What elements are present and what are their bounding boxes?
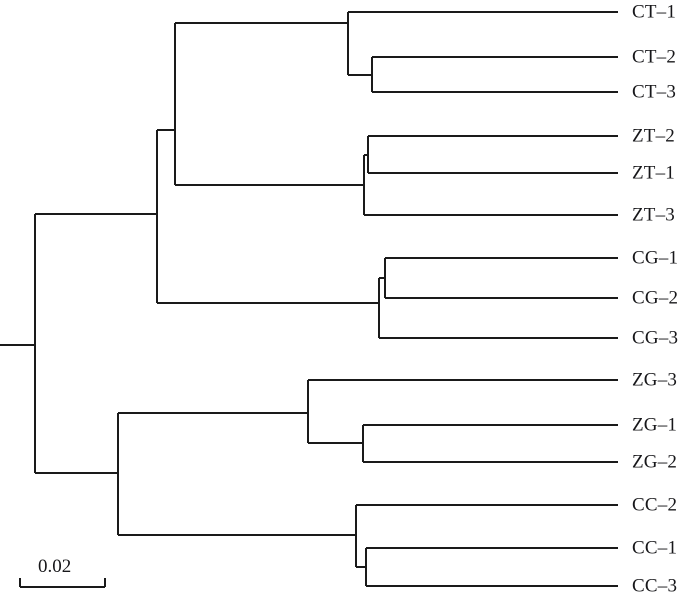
- tip-label-ct-3: CT–3: [632, 81, 677, 103]
- tip-label-cg-1: CG–1: [632, 247, 679, 269]
- tip-label-zg-1: ZG–1: [632, 414, 678, 436]
- scale-bar: [18, 578, 107, 589]
- tip-label-ct-2: CT–2: [632, 46, 677, 68]
- tip-label-cc-1: CC–1: [632, 537, 678, 559]
- tip-label-cc-3: CC–3: [632, 575, 678, 597]
- tip-label-zg-2: ZG–2: [632, 451, 678, 473]
- tip-label-zg-3: ZG–3: [632, 369, 678, 391]
- branch-lines: [0, 10, 618, 588]
- tip-label-cg-2: CG–2: [632, 287, 679, 309]
- scale-bar-label: 0.02: [38, 556, 72, 577]
- tip-label-zt-1: ZT–1: [632, 162, 676, 184]
- tip-label-ct-1: CT–1: [632, 1, 677, 23]
- tip-label-zt-3: ZT–3: [632, 204, 676, 226]
- tip-label-cg-3: CG–3: [632, 327, 679, 349]
- tip-label-cc-2: CC–2: [632, 494, 678, 516]
- tip-label-zt-2: ZT–2: [632, 125, 676, 147]
